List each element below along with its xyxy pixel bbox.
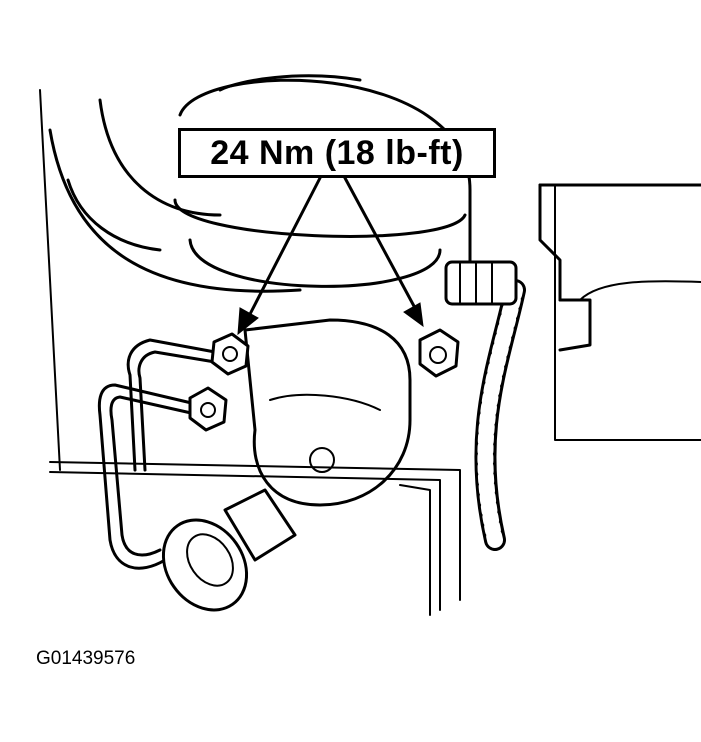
figure-id: G01439576 xyxy=(36,648,136,669)
upper-left-hose xyxy=(39,89,302,471)
mounting-bolt xyxy=(418,328,460,378)
valve-body xyxy=(243,318,412,507)
sensor-plug xyxy=(161,488,297,612)
reservoir-dome xyxy=(173,74,472,288)
wiring-conduit xyxy=(474,279,526,551)
brake-lines xyxy=(49,338,461,616)
upper-tube-nut xyxy=(210,332,250,376)
lower-tube-nut xyxy=(188,386,228,432)
leader-arrows xyxy=(237,176,424,336)
right-housing xyxy=(538,183,701,441)
electrical-connector xyxy=(444,260,518,306)
torque-callout: 24 Nm (18 lb-ft) xyxy=(178,128,496,178)
